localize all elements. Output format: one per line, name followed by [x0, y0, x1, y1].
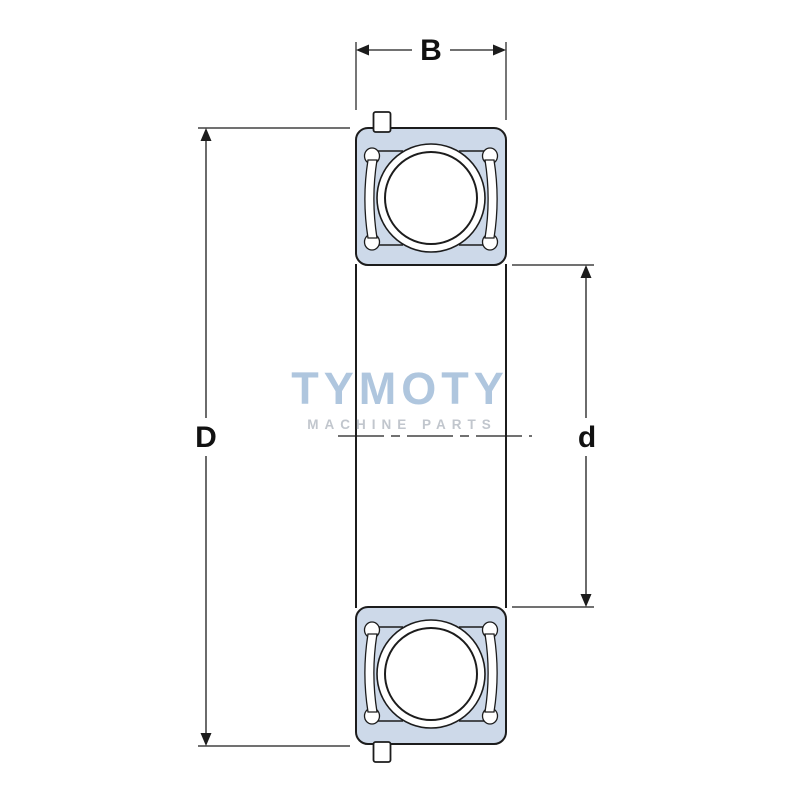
dimension-width-B: B: [355, 34, 507, 120]
arrowhead-top: [580, 265, 592, 278]
lower-left-shield: [363, 621, 381, 725]
shield-cross-section: [364, 633, 378, 713]
shield-cross-section: [364, 159, 378, 239]
upper-ball: [384, 151, 478, 245]
arrowhead-right: [493, 44, 506, 56]
shield-cross-section: [484, 159, 498, 239]
upper-right-shield: [481, 147, 499, 251]
watermark: TYMOTY MACHINE PARTS: [291, 363, 509, 432]
upper-ring-section: [355, 111, 507, 266]
width-label: B: [420, 34, 442, 67]
bore-diameter-label: d: [578, 421, 596, 454]
snap-ring-tab-bottom: [372, 741, 392, 763]
snap-ring-tab-top: [372, 111, 392, 133]
dimension-outer-diameter-D: D: [195, 127, 350, 747]
watermark-subtitle-text: MACHINE PARTS: [307, 417, 497, 432]
shield-cross-section: [484, 633, 498, 713]
dimension-bore-diameter-d: d: [512, 264, 596, 608]
arrowhead-bottom: [580, 594, 592, 607]
watermark-brand-text: TYMOTY: [291, 363, 509, 414]
arrowhead-bottom: [200, 733, 212, 746]
upper-left-shield: [363, 147, 381, 251]
arrowhead-left: [356, 44, 369, 56]
lower-ring-section: [355, 606, 507, 763]
outer-diameter-label: D: [195, 421, 217, 454]
lower-right-shield: [481, 621, 499, 725]
bearing-body: [355, 111, 507, 763]
lower-ball: [384, 627, 478, 721]
arrowhead-top: [200, 128, 212, 141]
